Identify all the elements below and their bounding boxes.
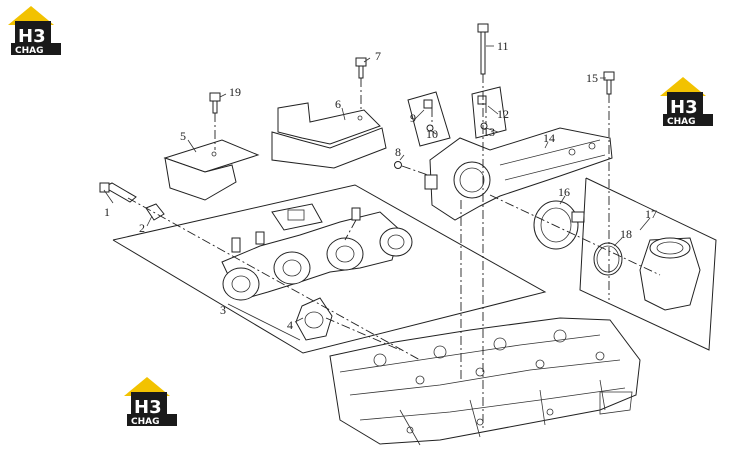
cylinder-head — [329, 317, 641, 446]
callout-1: 1 — [104, 205, 110, 219]
callout-15: 15 — [586, 71, 598, 85]
callout-2: 2 — [139, 221, 145, 235]
callout-17: 17 — [645, 207, 657, 221]
assembly-center-lines — [127, 74, 661, 430]
brand-logo-bottom-left: H3 CHAG — [124, 377, 177, 427]
bolt-15 — [603, 71, 615, 95]
exhaust-outlet-housing — [424, 127, 613, 221]
callout-5: 5 — [180, 129, 186, 143]
long-stud-11 — [477, 23, 489, 75]
manifold-bolt — [99, 182, 137, 203]
callout-18: 18 — [620, 227, 632, 241]
logo-mark: H3 — [134, 397, 162, 418]
callout-13: 13 — [483, 125, 495, 139]
callout-10: 10 — [426, 127, 438, 141]
callout-3: 3 — [220, 303, 226, 317]
logo-mark: H3 — [18, 26, 46, 47]
shield-bolt-19 — [209, 92, 221, 114]
nut-8 — [394, 161, 402, 169]
exhaust-manifold — [221, 203, 413, 301]
logo-wordmark: CHAG — [667, 117, 696, 127]
callout-6: 6 — [335, 97, 341, 111]
bracket-plate-12 — [471, 86, 507, 139]
logo-wordmark: CHAG — [15, 46, 44, 56]
o-ring-18 — [593, 242, 623, 276]
callout-7: 7 — [375, 49, 381, 63]
callout-9: 9 — [410, 111, 416, 125]
manifold-port-gasket — [295, 297, 333, 341]
callout-12: 12 — [497, 107, 509, 121]
v-band-clamp — [533, 200, 585, 250]
logo-wordmark: CHAG — [131, 417, 160, 427]
callout-4: 4 — [287, 318, 293, 332]
heat-shield-small — [163, 139, 260, 201]
callout-19: 19 — [229, 85, 241, 99]
callout-16: 16 — [558, 185, 570, 199]
callout-8: 8 — [395, 145, 401, 159]
outlet-elbow — [639, 237, 701, 311]
manifold-spacer — [145, 203, 165, 221]
brand-logo-top-left: H3 CHAG — [8, 6, 61, 56]
manifold-gasket-frame — [112, 184, 547, 354]
callout-labels: 1 2 3 4 5 6 7 8 9 10 11 12 13 14 15 16 1… — [104, 39, 657, 332]
leader-lines — [103, 45, 651, 341]
heat-shield-large — [271, 102, 387, 169]
callout-14: 14 — [543, 131, 555, 145]
shield-bolt-7 — [355, 57, 367, 79]
logo-mark: H3 — [670, 97, 698, 118]
callout-11: 11 — [497, 39, 509, 53]
brand-logo-right: H3 CHAG — [660, 77, 713, 127]
outlet-elbow-frame — [579, 177, 717, 351]
bracket-plate-9 — [407, 91, 451, 147]
